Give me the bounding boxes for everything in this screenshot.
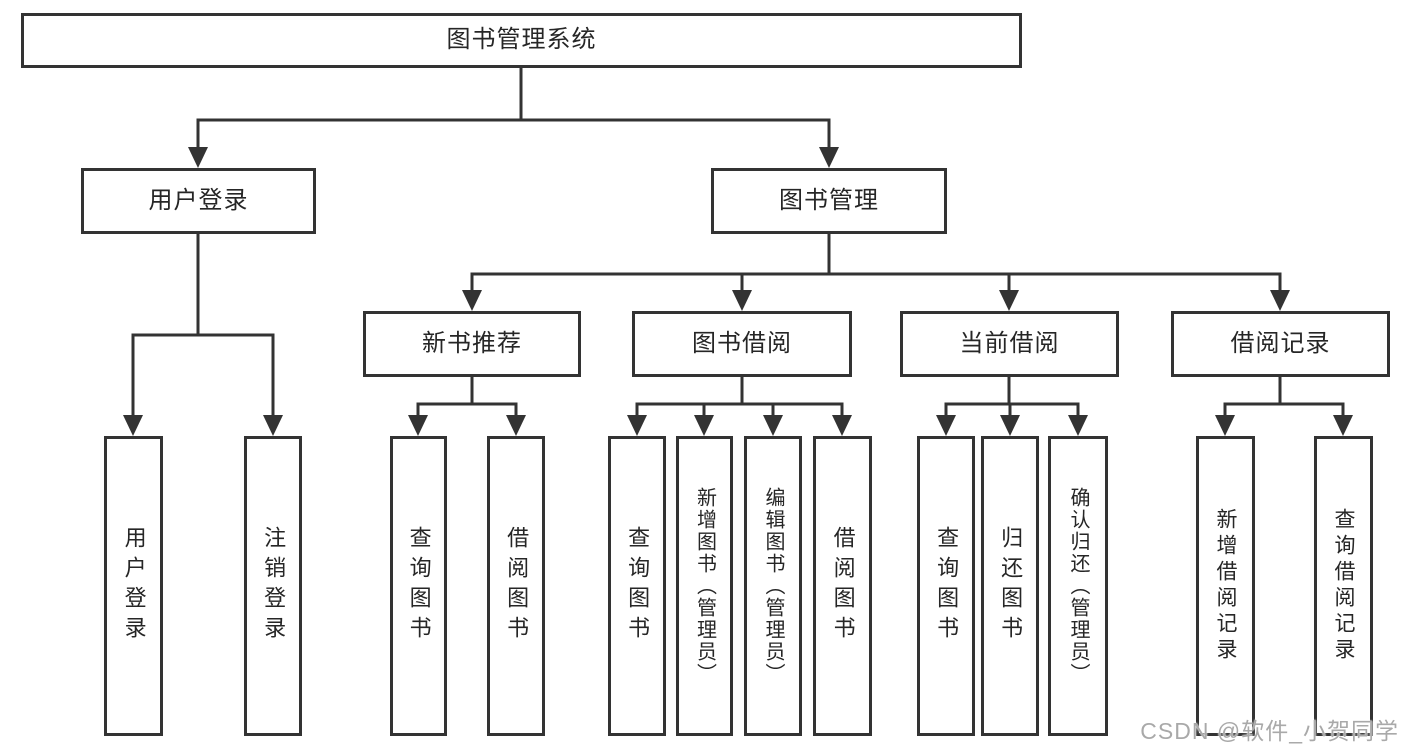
node-book-borrowing: 图书借阅: [632, 311, 852, 377]
node-library-management-system: 图书管理系统: [21, 13, 1022, 68]
leaf-borrow-books: 借阅图书: [813, 436, 872, 736]
node-book-management: 图书管理: [711, 168, 947, 234]
leaf-confirm-return-admin: 确认归还（管理员）: [1048, 436, 1108, 736]
leaf-edit-books-admin: 编辑图书（管理员）: [744, 436, 802, 736]
leaf-query-books-borrowing: 查询图书: [608, 436, 666, 736]
csdn-watermark: CSDN @软件_小贺同学: [1140, 718, 1399, 744]
connector-root-to-level2: [196, 66, 831, 152]
leaf-query-books-recommend: 查询图书: [390, 436, 447, 736]
leaf-query-books-current: 查询图书: [917, 436, 975, 736]
node-current-borrowing: 当前借阅: [900, 311, 1119, 377]
node-new-book-recommend: 新书推荐: [363, 311, 581, 377]
arrowheads: [123, 147, 1353, 436]
leaf-return-books: 归还图书: [981, 436, 1039, 736]
connector-bookmgmt-to-level3: [470, 232, 1282, 296]
node-borrowing-records: 借阅记录: [1171, 311, 1390, 377]
leaf-user-login: 用户登录: [104, 436, 163, 736]
node-user-login: 用户登录: [81, 168, 316, 234]
leaf-add-books-admin: 新增图书（管理员）: [676, 436, 733, 736]
leaf-borrow-books-recommend: 借阅图书: [487, 436, 545, 736]
connector-level3-to-leaves: [416, 375, 1345, 420]
connector-userlogin-to-leaves: [131, 232, 275, 420]
leaf-logout: 注销登录: [244, 436, 302, 736]
leaf-query-borrow-record: 查询借阅记录: [1314, 436, 1373, 736]
leaf-add-borrow-record: 新增借阅记录: [1196, 436, 1255, 736]
